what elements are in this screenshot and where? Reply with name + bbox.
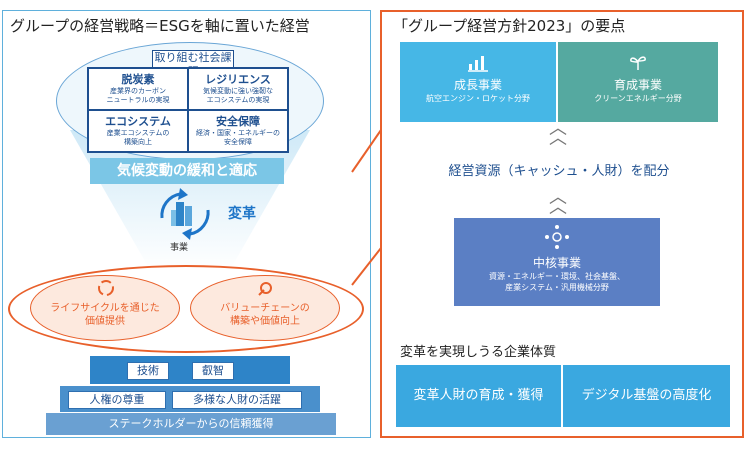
chevron-up-icon: ︿︿	[549, 118, 567, 149]
issue-title: レジリエンス	[205, 73, 271, 86]
right-panel-title: 「グループ経営方針2023」の要点	[393, 17, 626, 35]
gear-wrench-icon	[258, 282, 272, 296]
left-panel-title: グループの経営戦略＝ESGを軸に置いた経営	[10, 17, 310, 35]
growth-business-box: 成長事業 航空エンジン・ロケット分野	[400, 42, 556, 122]
human-rights-box: 人権の尊重	[68, 391, 166, 409]
transform-label: 変革	[228, 206, 256, 222]
pyramid-bottom	[46, 413, 336, 435]
left-panel	[2, 10, 371, 438]
issue-desc: 気候変動に強い強靭な エコシステムの実現	[203, 87, 273, 104]
talent-development-box: 変革人財の育成・獲得	[396, 365, 561, 427]
lifecycle-value-ellipse	[30, 275, 180, 341]
recycle-icon	[98, 280, 114, 296]
issue-security: 安全保障 経済・国家・エネルギーの 安全保障	[188, 110, 288, 152]
technology-box: 技術	[127, 362, 169, 380]
nurture-title: 育成事業	[613, 78, 662, 92]
chevron-up-icon-2: ︿︿	[549, 187, 567, 218]
issue-desc: 産業界のカーボン ニュートラルの実現	[106, 87, 170, 104]
issue-desc: 産業エコシステムの 構築向上	[106, 129, 170, 146]
value-chain-ellipse	[190, 275, 340, 341]
foundation-heading: 変革を実現しうる企業体質	[400, 345, 557, 360]
issue-desc: 経済・国家・エネルギーの 安全保障	[196, 129, 280, 146]
issue-resilience: レジリエンス 気候変動に強い強靭な エコシステムの実現	[188, 68, 288, 110]
core-sub: 資源・エネルギー・環境、社会基盤、 産業システム・汎用機械分野	[489, 272, 625, 292]
issue-ecosystem: エコシステム 産業エコシステムの 構築向上	[88, 110, 188, 152]
wisdom-box: 叡智	[192, 362, 234, 380]
issue-title: エコシステム	[105, 115, 171, 128]
resource-allocation-text: 経営資源（キャッシュ・人財）を配分	[448, 164, 670, 179]
issue-title: 脱炭素	[121, 73, 155, 86]
digital-foundation-box: デジタル基盤の高度化	[563, 365, 730, 427]
social-issues-grid: 脱炭素 産業界のカーボン ニュートラルの実現 レジリエンス 気候変動に強い強靭な…	[87, 67, 289, 153]
core-title: 中核事業	[532, 256, 581, 270]
diverse-talent-box: 多様な人財の活躍	[172, 391, 302, 409]
bar-chart-icon	[468, 56, 488, 72]
issue-title: 安全保障	[216, 115, 260, 128]
nurture-business-box: 育成事業 クリーンエネルギー分野	[558, 42, 718, 122]
right-panel	[380, 10, 744, 438]
issues-heading: 取り組む社会課題	[152, 50, 234, 78]
lifecycle-value-text: ライフサイクルを通じた 価値提供	[50, 303, 160, 327]
value-chain-text: バリューチェーンの 構築や価値向上	[220, 303, 310, 327]
core-business-box: 中核事業 資源・エネルギー・環境、社会基盤、 産業システム・汎用機械分野	[454, 218, 660, 306]
network-icon	[545, 225, 569, 249]
business-cycle-icon	[160, 188, 210, 240]
growth-sub: 航空エンジン・ロケット分野	[426, 94, 530, 103]
stakeholder-trust-text: ステークホルダーからの信頼獲得	[108, 417, 274, 430]
growth-title: 成長事業	[453, 78, 502, 92]
issue-decarbonization: 脱炭素 産業界のカーボン ニュートラルの実現	[88, 68, 188, 110]
pyramid-top	[90, 356, 290, 384]
climate-band: 気候変動の緩和と適応	[90, 158, 284, 184]
business-label: 事業	[170, 243, 189, 253]
sprout-icon	[630, 56, 646, 70]
nurture-sub: クリーンエネルギー分野	[594, 94, 682, 103]
